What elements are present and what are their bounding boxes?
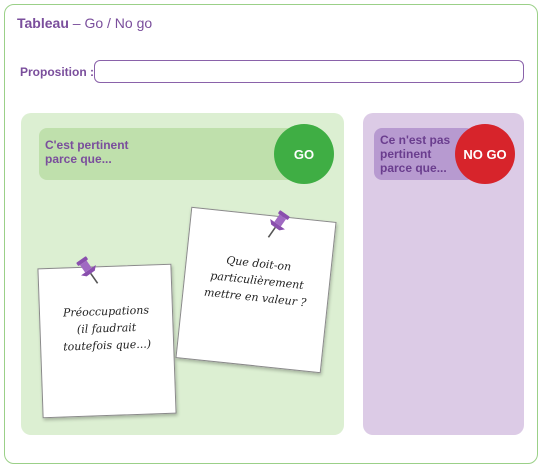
note-text: Que doit-on particulièrement mettre en v…: [203, 253, 307, 310]
title-rest: – Go / No go: [68, 15, 153, 31]
nogo-button[interactable]: NO GO: [455, 124, 515, 184]
page-title: Tableau – Go / No go: [17, 15, 152, 31]
pushpin-icon: [76, 256, 99, 284]
proposition-label: Proposition :: [20, 65, 94, 79]
go-heading-text: C'est pertinent parce que...: [45, 138, 129, 166]
note-text: Préoccupations (il faudrait toutefois qu…: [62, 303, 152, 354]
go-heading-box: [39, 128, 304, 180]
pushpin-icon: [267, 210, 290, 238]
nogo-heading-text: Ce n'est pas pertinent parce que...: [380, 133, 451, 175]
proposition-input[interactable]: [94, 60, 524, 83]
go-button[interactable]: GO: [274, 124, 334, 184]
sticky-note-concerns[interactable]: Préoccupations (il faudrait toutefois qu…: [37, 263, 177, 419]
sticky-note-highlight[interactable]: Que doit-on particulièrement mettre en v…: [175, 206, 337, 374]
title-bold: Tableau: [17, 15, 69, 31]
